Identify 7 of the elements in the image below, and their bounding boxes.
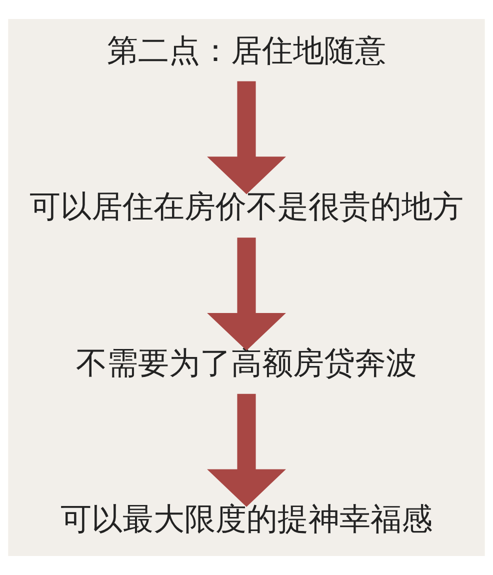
node-text: 第二点：居住地随意 [107,32,386,69]
arrow [207,238,286,351]
node-text: 可以居住在房价不是很贵的地方 [30,189,464,226]
arrow [207,394,286,507]
node-text: 可以最大限度的提神幸福感 [60,502,432,538]
arrow [207,81,286,194]
node-text: 不需要为了高额房贷奔波 [76,345,417,382]
